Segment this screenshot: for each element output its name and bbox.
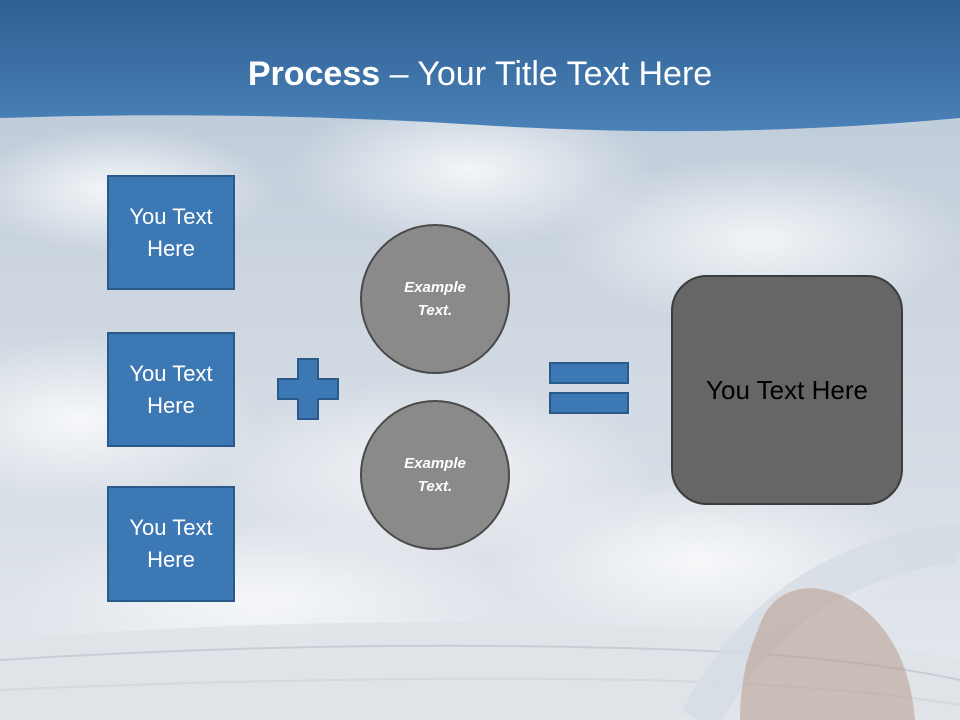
example-circle-1[interactable]: Example Text.: [360, 224, 510, 374]
title-rest: – Your Title Text Here: [380, 55, 713, 93]
input-box-2[interactable]: You Text Here: [107, 332, 235, 447]
input-box-label: You Text Here: [129, 203, 213, 261]
input-box-1[interactable]: You Text Here: [107, 175, 235, 290]
header-band: [0, 0, 960, 132]
result-box[interactable]: You Text Here: [671, 275, 903, 505]
equals-icon: [549, 362, 629, 414]
input-box-label: You Text Here: [129, 360, 213, 418]
circle-label: Example Text.: [404, 279, 466, 319]
plus-icon: [277, 358, 339, 420]
input-box-label: You Text Here: [129, 515, 213, 572]
result-label: You Text Here: [706, 374, 868, 405]
circle-label: Example Text.: [404, 455, 466, 495]
title-bold: Process: [247, 55, 381, 93]
input-box-3[interactable]: You Text Here: [107, 486, 235, 602]
slide-title: Process – Your Title Text Here: [0, 52, 960, 96]
example-circle-2[interactable]: Example Text.: [360, 400, 510, 550]
